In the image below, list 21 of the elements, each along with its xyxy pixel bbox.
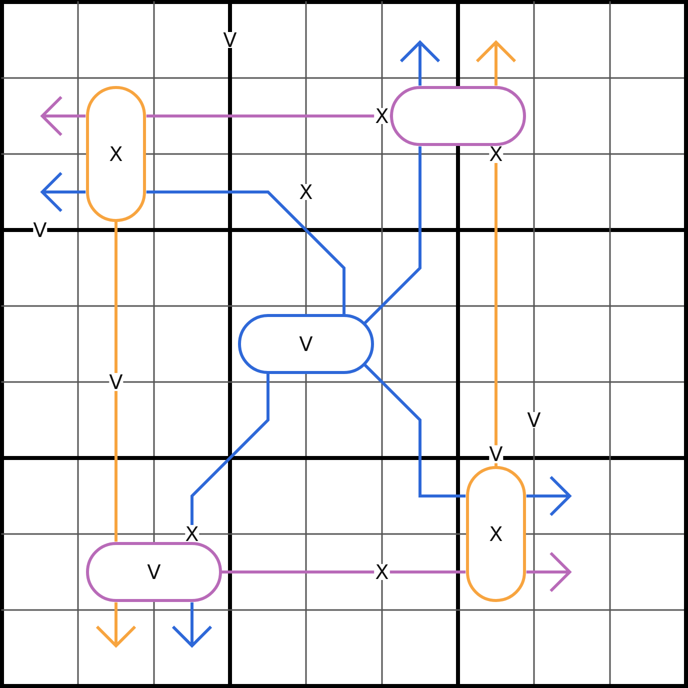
pill-node: X xyxy=(86,86,146,222)
arrow xyxy=(219,552,572,592)
marker-label: V xyxy=(223,32,237,48)
arrow xyxy=(476,40,516,469)
arrow xyxy=(40,172,346,317)
arrow xyxy=(96,219,136,648)
marker-label: V xyxy=(527,412,541,428)
pill-node: X xyxy=(466,466,526,602)
marker-label: X xyxy=(489,146,503,162)
arrow xyxy=(362,362,572,516)
marker-label: V xyxy=(109,374,123,390)
marker-label: V xyxy=(489,446,503,462)
arrow xyxy=(172,371,270,648)
marker-label: X xyxy=(185,526,199,542)
marker-label: X xyxy=(375,564,389,580)
pill-node: V xyxy=(86,542,222,602)
marker-label: X xyxy=(299,184,313,200)
arrow xyxy=(362,40,440,326)
pill-node: V xyxy=(238,314,374,374)
marker-label: X xyxy=(375,108,389,124)
marker-label: V xyxy=(33,222,47,238)
